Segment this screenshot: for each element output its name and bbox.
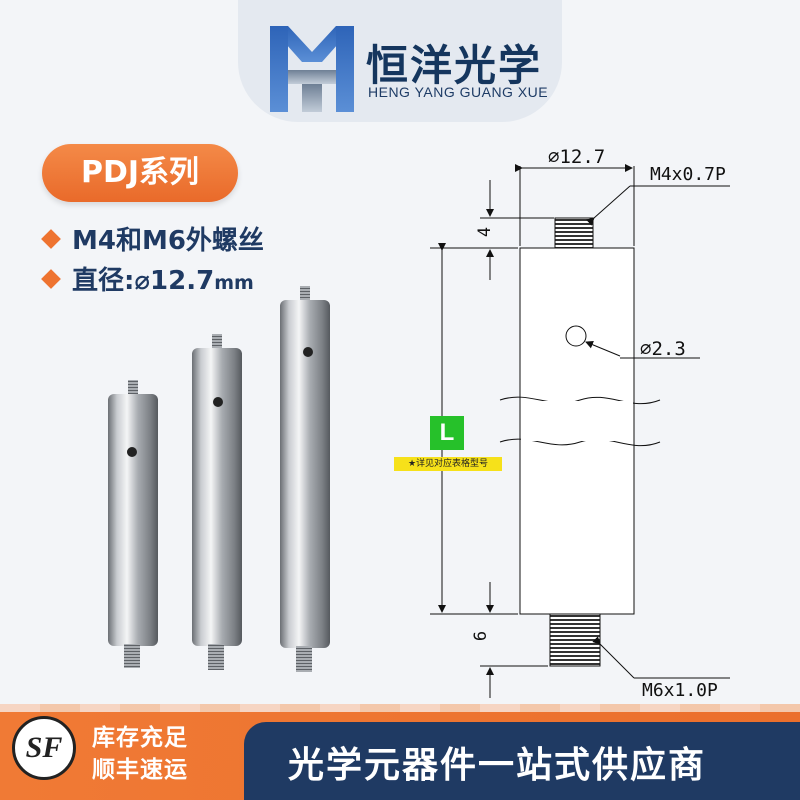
sf-logo-text: SF	[25, 731, 63, 764]
diameter-dim-label: ⌀12.7	[548, 146, 606, 168]
top-length-label: 4	[475, 226, 496, 238]
brand-name-en: HENG YANG GUANG XUE	[368, 84, 549, 100]
top-thread-label: M4x0.7P	[650, 164, 726, 185]
series-badge: PDJ系列	[42, 144, 238, 202]
product-rods-image	[108, 286, 330, 672]
diamond-bullet-icon	[41, 269, 61, 289]
technical-drawing	[430, 164, 730, 698]
brand-logo-icon	[270, 26, 354, 112]
length-label: L	[430, 416, 464, 450]
shipping-line-2: 顺丰速运	[92, 757, 188, 783]
brand-name-cn: 恒洋光学	[366, 41, 543, 90]
diamond-bullet-icon	[41, 229, 61, 249]
hole-diameter-label: ⌀2.3	[640, 338, 686, 360]
bottom-thread-label: M6x1.0P	[642, 680, 718, 701]
feature-thread: M4和M6外螺丝	[41, 220, 264, 257]
shipping-line-1: 库存充足	[92, 725, 188, 751]
footer-stripes	[0, 704, 800, 712]
sf-express-logo-icon	[12, 716, 76, 780]
length-note: ★详见对应表格型号	[394, 457, 502, 471]
slogan-panel	[244, 722, 800, 800]
feature-thread-text: M4和M6外螺丝	[72, 226, 264, 256]
feature-diameter: 直径:⌀12.7mm	[41, 260, 254, 297]
bottom-length-label: 6	[471, 630, 492, 642]
slogan-text: 光学元器件一站式供应商	[288, 745, 707, 786]
header-background	[238, 0, 562, 122]
feature-diameter-prefix: 直径:	[72, 266, 135, 296]
feature-diameter-unit: mm	[214, 272, 254, 294]
feature-diameter-value: ⌀12.7	[134, 266, 215, 296]
